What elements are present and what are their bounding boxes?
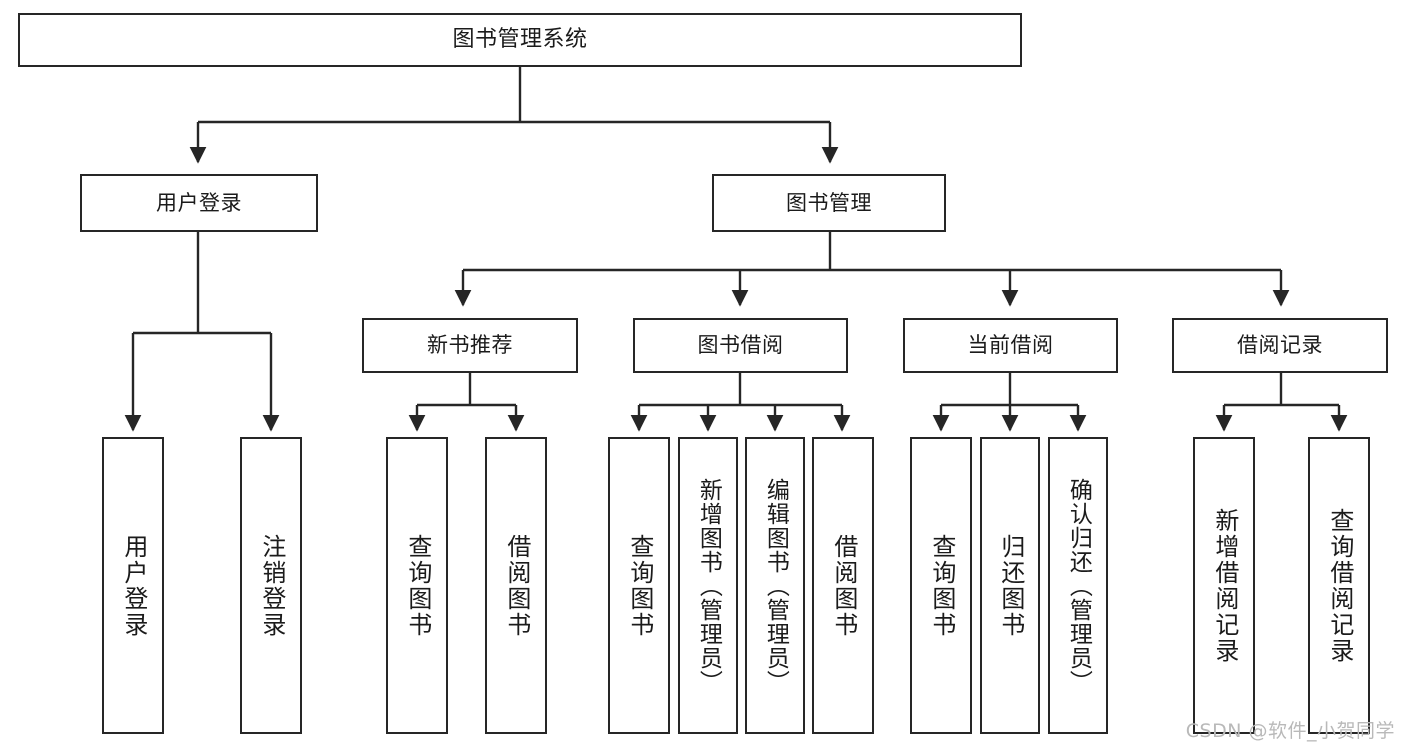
node-leaf-query-book-1[interactable]: 查询图书 [386, 437, 448, 734]
node-leaf-query-book-3[interactable]: 查询图书 [910, 437, 972, 734]
csdn-watermark: CSDN @软件_小贺同学 [1185, 720, 1395, 742]
node-new-book-recommend[interactable]: 新书推荐 [362, 318, 578, 373]
node-leaf-confirm-return[interactable]: 确认归还（管理员） [1048, 437, 1108, 734]
node-borrow-record-label: 借阅记录 [1237, 333, 1323, 358]
node-leaf-confirm-return-label: 确认归还（管理员） [1065, 477, 1092, 694]
node-leaf-query-book-2[interactable]: 查询图书 [608, 437, 670, 734]
node-leaf-query-record[interactable]: 查询借阅记录 [1308, 437, 1370, 734]
node-leaf-return-book-label: 归还图书 [996, 533, 1025, 638]
node-leaf-borrow-book-1-label: 借阅图书 [502, 533, 531, 638]
node-book-borrow-label: 图书借阅 [697, 333, 784, 358]
node-book-manage-label: 图书管理 [786, 190, 872, 215]
node-leaf-return-book[interactable]: 归还图书 [980, 437, 1040, 734]
node-leaf-query-record-label: 查询借阅记录 [1325, 507, 1354, 664]
node-root[interactable]: 图书管理系统 [18, 13, 1022, 67]
node-leaf-user-login[interactable]: 用户登录 [102, 437, 164, 734]
node-leaf-borrow-book-1[interactable]: 借阅图书 [485, 437, 547, 734]
node-leaf-add-record[interactable]: 新增借阅记录 [1193, 437, 1255, 734]
node-leaf-user-logout[interactable]: 注销登录 [240, 437, 302, 734]
node-leaf-add-book-label: 新增图书（管理员） [695, 477, 722, 694]
node-user-login[interactable]: 用户登录 [80, 174, 318, 232]
node-leaf-borrow-book-2-label: 借阅图书 [829, 533, 858, 638]
node-current-borrow[interactable]: 当前借阅 [903, 318, 1118, 373]
node-user-login-label: 用户登录 [156, 190, 242, 215]
node-book-manage[interactable]: 图书管理 [712, 174, 946, 232]
node-leaf-add-book[interactable]: 新增图书（管理员） [678, 437, 738, 734]
node-leaf-user-login-label: 用户登录 [119, 533, 148, 638]
node-leaf-query-book-2-label: 查询图书 [625, 533, 654, 638]
node-new-book-recommend-label: 新书推荐 [427, 333, 513, 358]
node-borrow-record[interactable]: 借阅记录 [1172, 318, 1388, 373]
node-book-borrow[interactable]: 图书借阅 [633, 318, 848, 373]
node-leaf-edit-book-label: 编辑图书（管理员） [762, 477, 789, 694]
node-leaf-user-logout-label: 注销登录 [257, 533, 286, 638]
node-leaf-borrow-book-2[interactable]: 借阅图书 [812, 437, 874, 734]
node-current-borrow-label: 当前借阅 [967, 333, 1054, 358]
node-root-label: 图书管理系统 [452, 27, 588, 53]
node-leaf-add-record-label: 新增借阅记录 [1210, 507, 1239, 664]
node-leaf-edit-book[interactable]: 编辑图书（管理员） [745, 437, 805, 734]
node-leaf-query-book-3-label: 查询图书 [927, 533, 956, 638]
node-leaf-query-book-1-label: 查询图书 [403, 533, 432, 638]
